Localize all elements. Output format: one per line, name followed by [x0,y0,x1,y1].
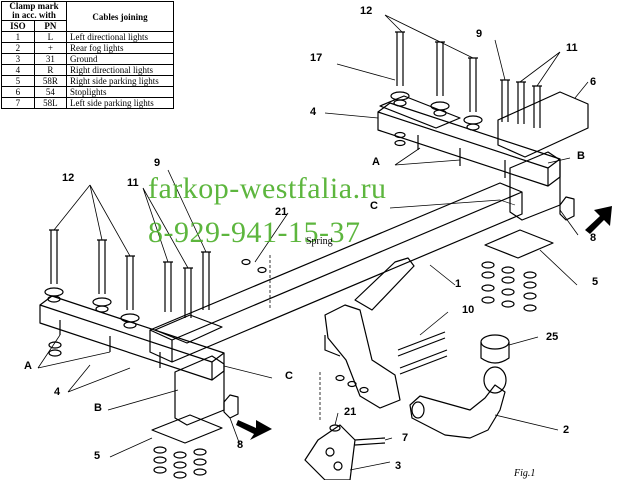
ball-carrier-bracket [324,257,415,409]
arrow-right [585,206,612,234]
desc-cell: Left side parking lights [66,97,174,109]
label-9-top: 9 [476,28,483,40]
iso-cell: 7 [1,97,35,109]
label-4-left: 4 [54,386,61,398]
left-side-bracket [39,295,225,381]
label-5-left: 5 [94,450,101,462]
end-cap-8-right [559,196,575,221]
label-5-right: 5 [592,276,599,288]
tow-hook-2 [409,384,506,439]
plate-5-left [151,414,223,444]
watermark-site: farkop-westfalia.ru [148,172,387,205]
label-9-left: 9 [154,157,161,169]
bolts-12-top [395,31,478,112]
label-a-left: A [24,360,32,372]
label-2: 2 [563,424,570,436]
cables-joining-table: Clamp mark in acc. with Cables joining I… [1,1,174,109]
label-c-top: C [370,200,378,212]
plate-17 [379,95,461,129]
bolts-11-top [500,79,542,128]
label-4-top: 4 [310,106,317,118]
bracket-b-left [174,355,225,426]
bolts-10 [397,331,448,375]
label-11-left: 11 [127,177,139,189]
label-c-bottom: C [285,370,293,382]
label-11-top: 11 [566,42,578,54]
arrow-left [236,420,272,440]
bolt-7 [354,437,386,446]
hook-end [411,401,425,419]
plate-5-right [484,229,554,259]
label-b-right: B [577,150,585,162]
figure-caption: Fig.1 [514,468,536,479]
label-b-left: B [94,402,102,414]
label-1: 1 [455,278,462,290]
pn-cell: 58L [33,97,68,109]
label-25: 25 [546,331,559,343]
label-7: 7 [402,432,409,444]
label-8-right: 8 [590,232,597,244]
cables-joining-header: Cables joining [66,1,174,32]
tow-ball-25 [480,334,510,394]
socket-plate-3 [304,424,356,480]
bolts-11-left [163,251,211,318]
label-6: 6 [590,76,597,88]
label-3: 3 [395,460,402,472]
label-spring: Spring [306,236,333,247]
label-a-top: A [372,156,380,168]
watermark-phone: 8-929-941-15-37 [148,216,361,249]
nut-stacks [44,91,537,479]
label-10: 10 [462,304,475,316]
cross-beam [149,182,523,363]
plate-6 [497,91,589,158]
label-8-left: 8 [237,439,244,451]
label-12-top: 12 [360,5,373,17]
left-top-plate [154,314,223,344]
label-17: 17 [310,52,323,64]
label-21-bottom: 21 [344,406,357,418]
label-12-left: 12 [62,172,75,184]
leader-lines [37,14,589,471]
end-cap-8-left [223,394,239,419]
label-21-top: 21 [275,206,288,218]
